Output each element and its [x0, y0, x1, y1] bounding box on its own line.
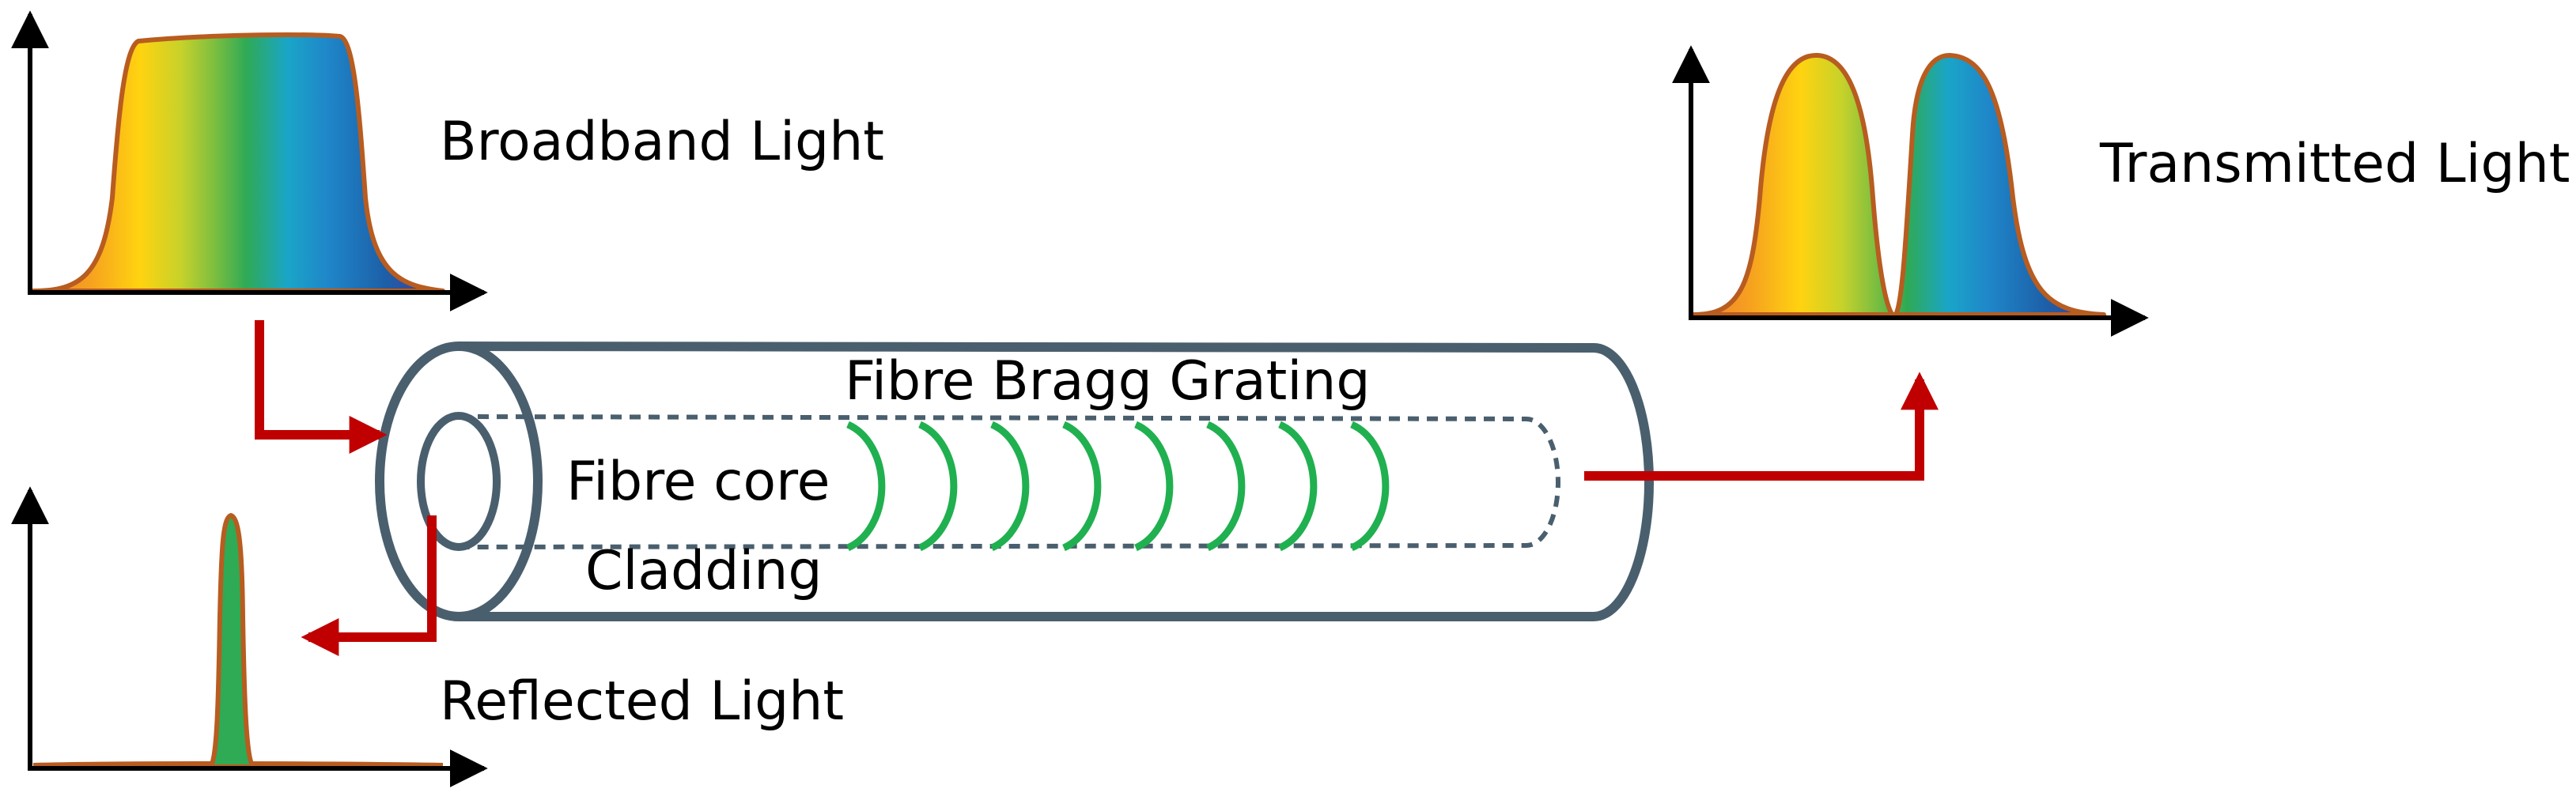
- grating-line: [1062, 421, 1102, 552]
- reflected-arrow: [301, 515, 437, 656]
- cladding-label: Cladding: [585, 540, 823, 602]
- grating-line: [1134, 421, 1174, 552]
- bragg-grating: [846, 421, 1390, 552]
- fibre-core-outline: [458, 414, 1560, 549]
- reflected-spectrum: [10, 486, 488, 787]
- grating-line: [1278, 421, 1318, 552]
- input-arrow: [255, 320, 388, 454]
- transmitted-light-label: Transmitted Light: [2099, 133, 2570, 195]
- grating-line: [1206, 421, 1246, 552]
- fibre-cladding-outline: [458, 342, 1654, 621]
- broadband-spectrum-fill: [31, 32, 445, 293]
- fibre-core-label: Fibre core: [566, 451, 830, 513]
- reflected-light-label: Reflected Light: [440, 670, 844, 733]
- light-paths: [255, 320, 1939, 656]
- transmitted-arrow: [1584, 372, 1939, 481]
- fibre-bragg-grating-label: Fibre Bragg Grating: [845, 350, 1371, 413]
- grating-line: [846, 421, 886, 552]
- reflected-peak-fill: [208, 513, 255, 769]
- grating-line: [918, 421, 958, 552]
- grating-line: [1350, 421, 1390, 552]
- transmitted-spectrum: [1672, 45, 2149, 337]
- broadband-spectrum: [10, 10, 488, 311]
- fibre: [375, 342, 1654, 621]
- transmitted-spectrum-fill: [1692, 52, 2106, 319]
- broadband-light-label: Broadband Light: [440, 111, 884, 173]
- grating-line: [990, 421, 1030, 552]
